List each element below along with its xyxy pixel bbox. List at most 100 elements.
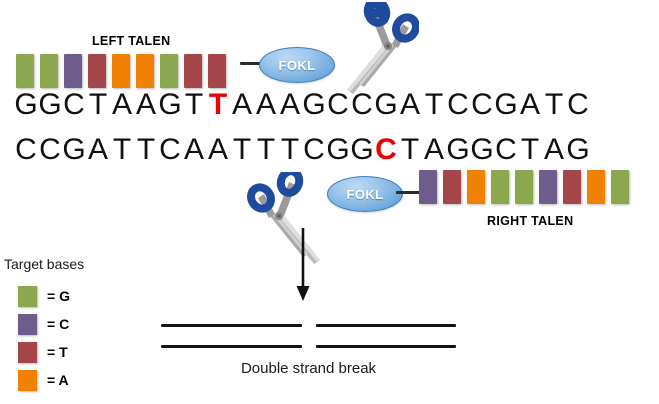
legend-label-c: = C (47, 316, 70, 332)
right-talen-label: RIGHT TALEN (487, 214, 574, 228)
top-strand-base-15: G (374, 88, 398, 121)
top-strand-base-7: T (184, 88, 204, 121)
legend-row-g: = G (4, 282, 84, 310)
top-strand-base-1: G (38, 88, 62, 121)
legend-swatch-c (18, 313, 37, 335)
bottom-strand-base-8: A (207, 133, 228, 166)
legend-swatch-a (18, 369, 37, 391)
left-talen-block-6 (160, 54, 178, 88)
top-strand-base-8: T (208, 88, 228, 121)
left-talen-block-3 (88, 54, 106, 88)
broken-strand-right-top (316, 324, 456, 327)
bottom-strand-base-14: G (350, 133, 374, 166)
right-talen-block-1 (443, 170, 461, 204)
bottom-strand-base-13: G (326, 133, 350, 166)
right-talen-block-0 (419, 170, 437, 204)
right-talen-block-2 (467, 170, 485, 204)
bottom-strand-base-20: C (495, 133, 517, 166)
bottom-strand-base-4: T (112, 133, 132, 166)
broken-strand-right-bottom (316, 345, 456, 348)
top-strand-base-0: G (14, 88, 38, 121)
legend-swatch-g (18, 285, 37, 307)
bottom-strand-base-7: A (183, 133, 204, 166)
legend-row-c: = C (4, 310, 84, 338)
left-talen-block-7 (184, 54, 202, 88)
left-talen-label: LEFT TALEN (92, 34, 171, 48)
bottom-strand-base-22: A (543, 133, 564, 166)
legend-label-a: = A (47, 372, 69, 388)
fokl-domain-bottom: FOKL (327, 176, 403, 212)
legend: Target bases = G = C = T = A (4, 256, 84, 394)
bottom-strand-base-17: A (423, 133, 444, 166)
legend-label-t: = T (47, 344, 68, 360)
top-strand-base-20: G (494, 88, 518, 121)
top-strand-base-21: A (519, 88, 540, 121)
top-strand-base-16: A (399, 88, 420, 121)
right-talen-block-7 (587, 170, 605, 204)
top-strand-base-10: A (255, 88, 276, 121)
left-talen-repeat-blocks (16, 54, 226, 88)
fokl-domain-bottom-label: FOKL (346, 186, 384, 202)
top-strand-base-4: A (111, 88, 132, 121)
bottom-strand-base-0: C (15, 133, 37, 166)
right-talen-block-3 (491, 170, 509, 204)
fokl-domain-top: FOKL (259, 47, 335, 83)
legend-title: Target bases (4, 256, 85, 272)
top-strand-base-11: A (279, 88, 300, 121)
top-strand-base-17: T (424, 88, 444, 121)
top-strand-base-5: A (135, 88, 156, 121)
top-strand-base-9: A (231, 88, 252, 121)
scissors-icon-bottom (236, 167, 326, 269)
bottom-strand-base-9: T (232, 133, 252, 166)
bottom-strand-base-6: C (159, 133, 181, 166)
left-talen-block-4 (112, 54, 130, 88)
scissors-icon-top (341, 0, 420, 99)
downward-arrow-icon (288, 228, 318, 309)
right-talen-block-8 (611, 170, 629, 204)
right-talen-linker (396, 191, 432, 194)
left-talen-block-1 (40, 54, 58, 88)
bottom-strand-base-5: T (136, 133, 156, 166)
double-strand-break-caption: Double strand break (240, 360, 377, 377)
right-talen-block-6 (563, 170, 581, 204)
bottom-strand-base-10: T (256, 133, 276, 166)
top-strand-base-23: C (567, 88, 589, 121)
top-strand-base-3: T (88, 88, 108, 121)
broken-strand-left-bottom (161, 345, 302, 348)
top-strand-base-14: C (351, 88, 373, 121)
right-talen-block-5 (539, 170, 557, 204)
bottom-strand-base-23: G (566, 133, 590, 166)
right-talen-block-4 (515, 170, 533, 204)
left-talen-block-5 (136, 54, 154, 88)
bottom-strand-base-3: A (87, 133, 108, 166)
top-strand-base-22: T (544, 88, 564, 121)
bottom-strand-base-1: C (39, 133, 61, 166)
bottom-strand-base-18: G (446, 133, 470, 166)
top-strand-base-13: C (327, 88, 349, 121)
fokl-domain-top-label: FOKL (278, 57, 316, 73)
left-talen-block-0 (16, 54, 34, 88)
bottom-strand-base-11: T (280, 133, 300, 166)
left-talen-block-8 (208, 54, 226, 88)
legend-row-t: = T (4, 338, 84, 366)
left-talen-block-2 (64, 54, 82, 88)
right-talen-repeat-blocks (419, 170, 629, 204)
broken-strand-left-top (161, 324, 302, 327)
legend-rows: = G = C = T = A (4, 282, 84, 394)
bottom-strand-base-12: C (303, 133, 325, 166)
bottom-strand-base-15: C (375, 133, 397, 166)
legend-swatch-t (18, 341, 37, 363)
top-strand-base-19: C (471, 88, 493, 121)
legend-row-a: = A (4, 366, 84, 394)
left-talen-linker (240, 62, 264, 65)
bottom-strand-base-16: T (400, 133, 420, 166)
top-strand-base-6: G (158, 88, 182, 121)
bottom-strand-base-19: G (470, 133, 494, 166)
top-strand-base-12: G (302, 88, 326, 121)
top-strand-base-18: C (447, 88, 469, 121)
bottom-strand-base-21: T (520, 133, 540, 166)
top-strand-base-2: C (63, 88, 85, 121)
bottom-strand-base-2: G (62, 133, 86, 166)
